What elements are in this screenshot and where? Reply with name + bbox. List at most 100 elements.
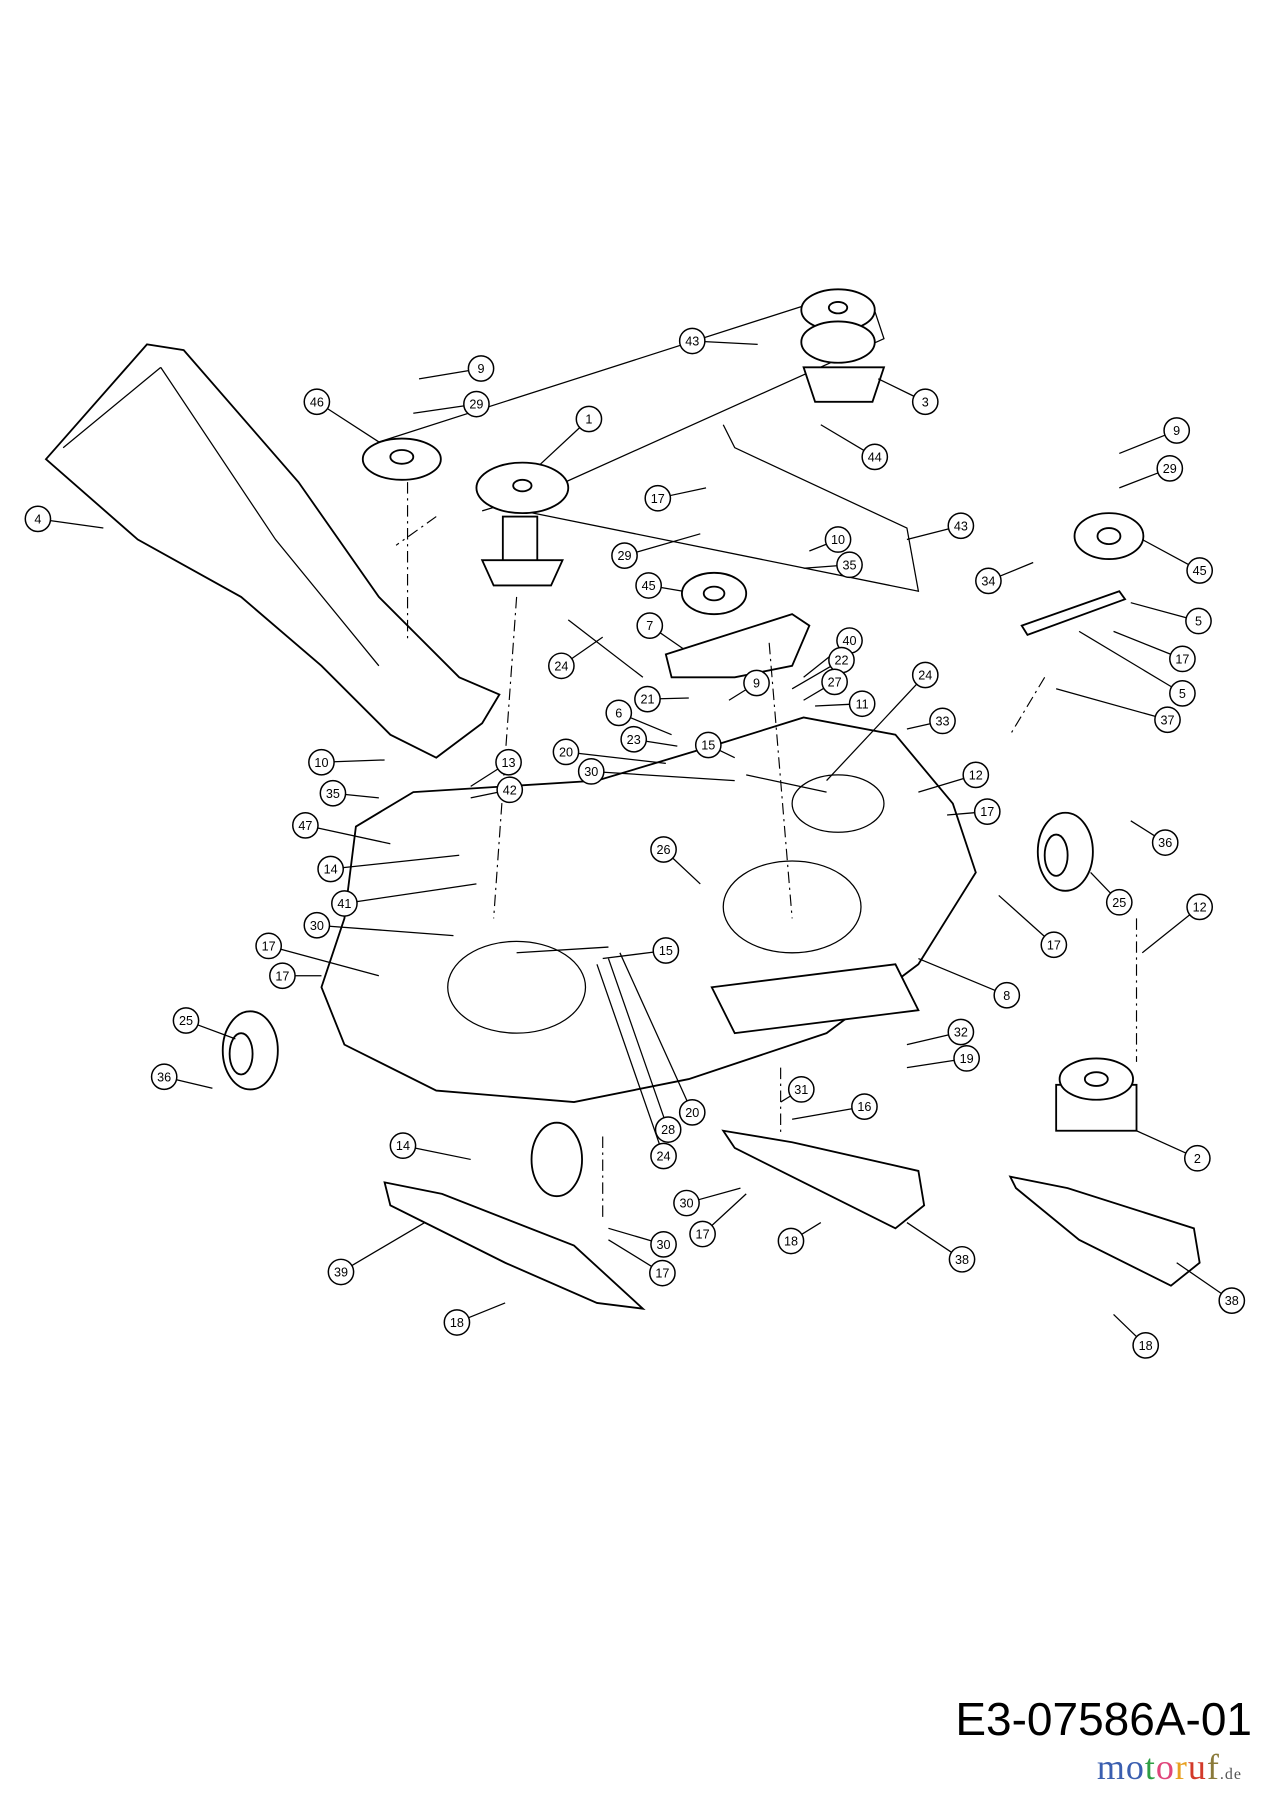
callout-circle	[1132, 1332, 1160, 1359]
callout-23: 23	[620, 725, 678, 753]
callout-number: 45	[642, 579, 656, 593]
callout-number: 25	[179, 1014, 193, 1028]
callout-24: 24	[548, 636, 604, 680]
callout-25: 25	[1090, 872, 1133, 916]
leader-line	[327, 408, 380, 443]
leader-line	[1130, 820, 1155, 837]
leader-line	[704, 340, 758, 346]
callout-circle	[292, 812, 319, 839]
callout-19: 19	[906, 1045, 980, 1072]
callout-45: 45	[1141, 538, 1214, 584]
leader-line	[176, 1079, 213, 1089]
callout-number: 29	[618, 549, 632, 563]
leader-line	[1078, 630, 1172, 688]
callout-17: 17	[1113, 630, 1196, 673]
callout-circle	[821, 668, 848, 696]
leader-line	[820, 424, 865, 451]
callout-number: 19	[960, 1052, 974, 1066]
callout-number: 31	[794, 1083, 808, 1097]
parts-drawing	[44, 288, 1201, 1310]
callout-number: 7	[646, 619, 653, 633]
callout-37: 37	[1055, 688, 1181, 734]
callout-number: 36	[157, 1070, 171, 1084]
callout-circle	[269, 962, 296, 990]
pulley-1	[475, 461, 570, 515]
callout-number: 32	[954, 1026, 968, 1040]
leader-line	[670, 487, 707, 497]
callout-circle	[443, 1309, 471, 1336]
callout-circle	[463, 390, 490, 418]
leader-line	[345, 793, 379, 799]
watermark-letter: f	[1206, 1747, 1220, 1787]
callout-circle	[1154, 706, 1181, 734]
callout-16: 16	[792, 1093, 878, 1121]
callout-number: 28	[661, 1123, 675, 1137]
callout-number: 36	[1158, 836, 1172, 850]
callout-number: 17	[980, 805, 994, 819]
leader-line	[468, 1302, 506, 1319]
leader-line	[608, 1227, 652, 1242]
idler-arm-7	[664, 613, 811, 679]
leader-line	[578, 752, 666, 765]
callout-circle	[1169, 645, 1196, 673]
callout-38: 38	[906, 1222, 976, 1273]
callout-circle	[317, 855, 345, 883]
leader-line	[571, 636, 604, 660]
callout-10: 10	[809, 526, 852, 553]
callout-9: 9	[1119, 417, 1191, 455]
callout-circle	[654, 1116, 682, 1143]
callout-number: 40	[843, 634, 857, 648]
callout-number: 34	[981, 574, 995, 588]
callout-circle	[331, 890, 358, 917]
callout-15: 15	[602, 937, 680, 964]
callout-circle	[575, 405, 603, 433]
callout-number: 10	[314, 756, 328, 770]
callout-number: 30	[657, 1238, 671, 1252]
idler-pulley-45-right	[1073, 512, 1145, 560]
callout-17: 17	[947, 798, 1001, 825]
callout-18: 18	[777, 1222, 822, 1255]
callout-number: 37	[1160, 713, 1174, 727]
spring-24	[567, 619, 644, 678]
callout-circle	[652, 937, 680, 964]
callout-46: 46	[303, 388, 380, 443]
callout-34: 34	[975, 561, 1034, 595]
leader-line	[1130, 602, 1187, 619]
callout-circle	[694, 731, 722, 759]
callout-29: 29	[611, 533, 701, 569]
callout-17: 17	[269, 962, 322, 990]
callout-number: 22	[834, 654, 848, 668]
leader-line	[906, 1059, 955, 1069]
leader-line	[630, 717, 672, 736]
callout-number: 9	[478, 362, 485, 376]
callout-circle	[1185, 607, 1212, 635]
callout-number: 17	[1047, 938, 1061, 952]
callout-circle	[495, 748, 522, 776]
leader-line	[906, 1034, 949, 1046]
spindle-housing	[501, 515, 539, 564]
gauge-wheel-25-left	[221, 1010, 279, 1091]
callout-number: 47	[298, 819, 312, 833]
callout-number: 18	[450, 1316, 464, 1330]
callout-9: 9	[728, 669, 770, 701]
leader-line	[317, 827, 391, 845]
callout-number: 43	[954, 519, 968, 533]
callout-30: 30	[577, 758, 735, 785]
leader-line	[1113, 1313, 1138, 1338]
callout-43: 43	[678, 327, 758, 355]
callout-circle	[678, 1098, 706, 1126]
leader-line	[413, 405, 465, 414]
leader-line	[792, 1108, 853, 1120]
callout-number: 17	[1175, 653, 1189, 667]
callout-number: 42	[503, 783, 517, 797]
callout-circle	[24, 505, 52, 533]
leader-line	[698, 1187, 741, 1201]
callout-circle	[975, 567, 1002, 595]
callout-number: 17	[262, 939, 276, 953]
callout-number: 8	[1003, 989, 1010, 1003]
discharge-chute	[44, 343, 501, 759]
callout-number: 18	[784, 1235, 798, 1249]
callout-circle	[1105, 888, 1133, 916]
callout-circle	[605, 699, 633, 727]
callout-circle	[689, 1220, 716, 1248]
